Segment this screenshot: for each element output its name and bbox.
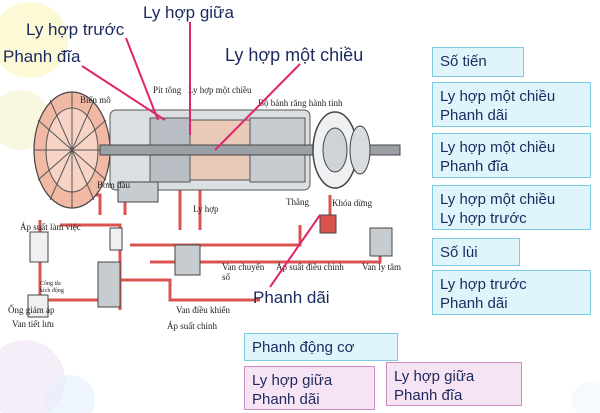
label-van-ly-tam: Van ly tâm — [362, 262, 401, 272]
box-so-lui: Số lùi — [432, 238, 520, 266]
box-so-tien-text: Số tiến — [440, 53, 487, 70]
box-phanh-dong-co-text: Phanh động cơ — [252, 339, 355, 356]
box-reverse-line-1: Ly hợp trước — [440, 276, 527, 293]
transmission-diagram: Biến mô Pít tông Ly hợp một chiều Bộ bán… — [8, 85, 401, 331]
label-ly-hop-mot-chieu-small: Ly hợp một chiều — [188, 85, 252, 95]
label-van-chuyen-so-1: Van chuyển — [222, 262, 265, 272]
label-van-chuyen-so-2: số — [222, 272, 231, 282]
label-van-dieu-khien: Van điều khiển — [176, 305, 230, 315]
box-forward-2-line-2: Phanh đĩa — [440, 158, 509, 175]
box-forward-2: Ly hợp một chiều Phanh đĩa — [432, 133, 591, 178]
label-bo-banh-rang: Bộ bánh răng hành tinh — [258, 98, 343, 108]
box-forward-2-line-1: Ly hợp một chiều — [440, 139, 556, 156]
label-kich-dong: kích động — [40, 288, 64, 294]
label-cong-tac: Công tắc — [40, 280, 62, 287]
label-ap-suat-lam-viec: Áp suất làm việc — [20, 222, 81, 232]
box-engine-brake-1-line-1: Ly hợp giữa — [252, 372, 333, 389]
box-so-tien: Số tiến — [432, 47, 524, 77]
box-reverse-line-2: Phanh dãi — [440, 295, 508, 312]
label-bom-dau: Bơm dầu — [97, 180, 131, 190]
callout-ly-hop-mot-chieu: Ly hợp một chiều — [225, 45, 364, 65]
box-engine-brake-2-line-1: Ly hợp giữa — [394, 368, 475, 385]
box-forward-3-line-1: Ly hợp một chiều — [440, 191, 556, 208]
callout-ly-hop-giua: Ly hợp giữa — [143, 3, 234, 22]
callout-phanh-dai: Phanh dãi — [253, 288, 330, 307]
callout-ly-hop-truoc: Ly hợp trước — [26, 20, 125, 39]
callout-phanh-dia: Phanh đĩa — [3, 47, 81, 66]
box-so-lui-text: Số lùi — [440, 244, 478, 261]
label-pit-tong: Pít tông — [153, 85, 182, 95]
box-engine-brake-2-line-2: Phanh đĩa — [394, 387, 463, 404]
label-ly-hop: Ly hợp — [193, 204, 219, 214]
box-forward-1: Ly hợp một chiều Phanh dãi — [432, 82, 591, 127]
torque-converter — [33, 91, 111, 209]
box-reverse: Ly hợp trước Phanh dãi — [432, 270, 591, 315]
box-engine-brake-1: Ly hợp giữa Phanh dãi — [244, 366, 375, 410]
box-forward-1-line-1: Ly hợp một chiều — [440, 88, 556, 105]
label-thang: Thắng — [286, 197, 309, 207]
label-khoa-dung: Khóa dừng — [332, 198, 373, 208]
box-forward-3-line-2: Ly hợp trước — [440, 210, 527, 227]
label-bien-mo: Biến mô — [80, 95, 111, 105]
label-ap-suat-chinh: Áp suất chính — [167, 321, 217, 331]
label-ong-giam-ap: Ống giảm áp — [8, 305, 55, 315]
box-engine-brake-2: Ly hợp giữa Phanh đĩa — [386, 362, 522, 406]
box-engine-brake-1-line-2: Phanh dãi — [252, 391, 320, 408]
box-forward-3: Ly hợp một chiều Ly hợp trước — [432, 185, 591, 230]
label-ap-suat-dieu-chinh: Áp suất điều chỉnh — [276, 262, 344, 272]
box-forward-1-line-2: Phanh dãi — [440, 107, 508, 124]
box-phanh-dong-co: Phanh động cơ — [244, 333, 398, 361]
label-van-tiet-luu: Van tiết lưu — [12, 319, 54, 329]
